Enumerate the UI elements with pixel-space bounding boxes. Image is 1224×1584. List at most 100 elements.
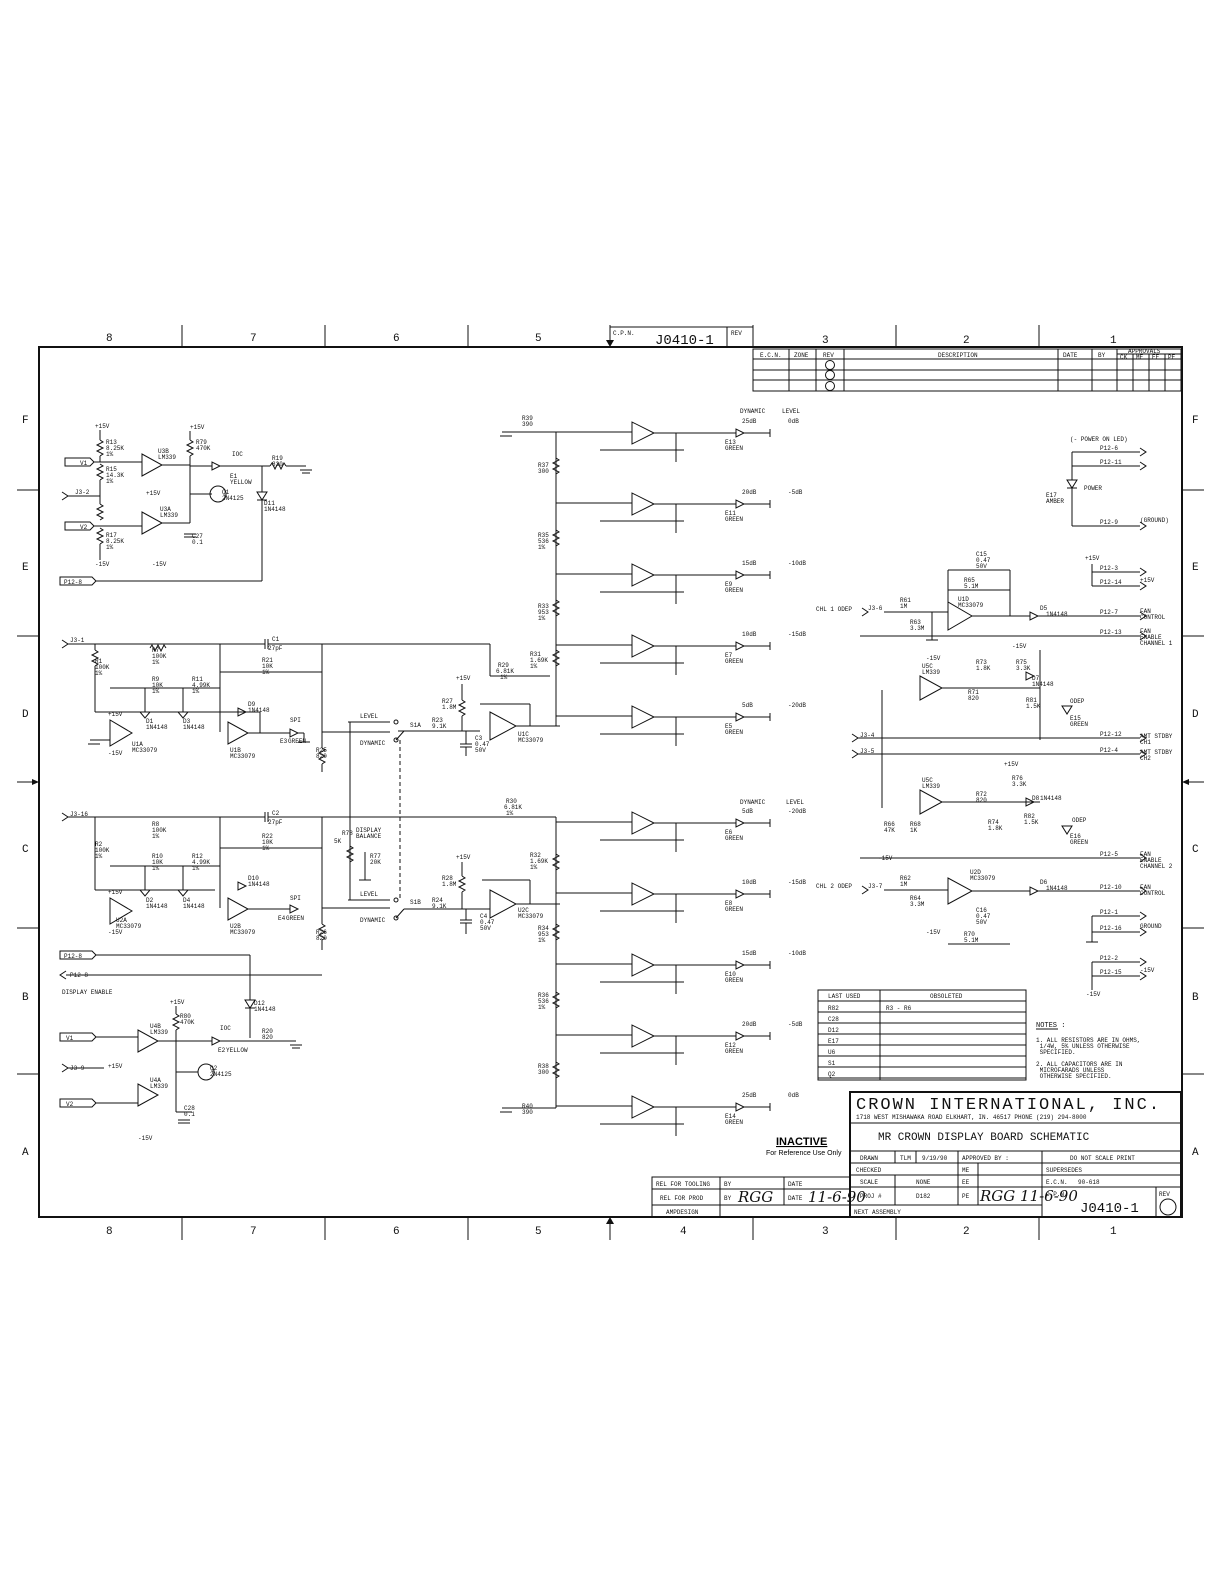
svg-text:1.5K: 1.5K [1024, 819, 1039, 826]
inactive-title: INACTIVE [776, 1136, 827, 1148]
meter-top-lvl-4: -20dB [788, 702, 806, 709]
v1b-connector [59, 1032, 97, 1042]
svg-text:R30: R30 [506, 798, 517, 805]
svg-text:100K: 100K [152, 653, 167, 660]
meter-top-led-color-3: GREEN [725, 658, 743, 665]
minus15-right-label: -15V [1140, 967, 1155, 974]
rev-col-by: BY [1098, 352, 1106, 359]
meter-bottom-led-name-3: E12 [725, 1042, 736, 1049]
meter-top-dyn-2: 15dB [742, 560, 757, 567]
svg-text:C27: C27 [192, 533, 203, 540]
zone-col-3: 3 [822, 335, 829, 347]
j3-2-label: J3-2 [75, 489, 90, 496]
svg-text:MC33079: MC33079 [230, 753, 256, 760]
svg-text:R75: R75 [1016, 659, 1027, 666]
svg-text:R80: R80 [180, 1013, 191, 1020]
drawn-date: 9/19/90 [922, 1155, 948, 1162]
zone-labels-top: 8 7 6 5 3 2 1 [106, 333, 1117, 347]
svg-text:YELLOW: YELLOW [226, 1047, 248, 1054]
obsoleted-last-used-cell: U6 [828, 1049, 836, 1056]
svg-text:R26: R26 [316, 929, 327, 936]
rev-col-ecn: E.C.N. [760, 352, 782, 359]
meter-bottom-led-color-1: GREEN [725, 906, 743, 913]
svg-text:1%: 1% [192, 688, 200, 695]
top-level-header: LEVEL [782, 408, 800, 415]
meter-bottom-lvl-1: -15dB [788, 879, 806, 886]
cpn-label-bottom: C.P.N. [1046, 1191, 1068, 1198]
svg-text:9.1K: 9.1K [432, 903, 447, 910]
notes-block: NOTES : 1. ALL RESISTORS ARE IN OHMS, 1/… [1036, 1022, 1140, 1080]
meter-top-led-name-1: E11 [725, 510, 736, 517]
svg-text:U4B: U4B [150, 1023, 161, 1030]
last-used-header: LAST USED [828, 993, 861, 1000]
zone-col-8-b: 8 [106, 1226, 113, 1238]
v1b-label: V1 [66, 1035, 74, 1042]
odep1-label: ODEP [1070, 698, 1085, 705]
r78-value: 5K [334, 838, 342, 845]
meter-bottom-led-color-4: GREEN [725, 1119, 743, 1126]
svg-text:536: 536 [538, 538, 549, 545]
j3-6-label: J3-6 [868, 605, 883, 612]
svg-text:R65: R65 [964, 577, 975, 584]
svg-text:U1C: U1C [518, 731, 529, 738]
svg-text:R76: R76 [1012, 775, 1023, 782]
v2-connector [64, 521, 95, 531]
meter-bottom-dyn-1: 10dB [742, 879, 757, 886]
drawing-title: MR CROWN DISPLAY BOARD SCHEMATIC [878, 1132, 1090, 1144]
svg-text:1N4148: 1N4148 [1046, 611, 1068, 618]
svg-text:1%: 1% [95, 853, 103, 860]
supply-section: +15V P12-3 P12-14 +15V [1085, 555, 1155, 591]
meter-bottom-dyn-4: 25dB [742, 1092, 757, 1099]
svg-text:1%: 1% [538, 544, 546, 551]
meter-top-led-color-4: GREEN [725, 729, 743, 736]
meter-top-lvl-2: -10dB [788, 560, 806, 567]
j3-1-label: J3-1 [70, 637, 85, 644]
svg-text:50V: 50V [475, 747, 486, 754]
svg-text:1.69K: 1.69K [530, 858, 548, 865]
obsoleted-last-used-cell: C28 [828, 1016, 839, 1023]
p12-13-label: P12-13 [1100, 629, 1122, 636]
svg-text:U1A: U1A [132, 741, 143, 748]
e15-label: E15 [1070, 715, 1081, 722]
svg-text:U2C: U2C [518, 907, 529, 914]
p12-9-label: P12-9 [1100, 519, 1118, 526]
rev-col-pe: PE [1168, 354, 1176, 361]
svg-text:1%: 1% [530, 864, 538, 871]
svg-text:+15V: +15V [108, 711, 123, 718]
rev-approvals-label: APPROVALS [1128, 348, 1161, 355]
p12-3-label: P12-3 [1100, 565, 1118, 572]
svg-text:LM339: LM339 [160, 512, 178, 519]
rev-col-description: DESCRIPTION [938, 352, 978, 359]
svg-text:953: 953 [538, 931, 549, 938]
zone-col-7-b: 7 [250, 1226, 257, 1238]
svg-text:LM339: LM339 [150, 1029, 168, 1036]
svg-text:1.8M: 1.8M [442, 704, 457, 711]
meter-bottom-led-color-3: GREEN [725, 1048, 743, 1055]
svg-text:50V: 50V [480, 925, 491, 932]
svg-text:C4: C4 [480, 913, 488, 920]
meter-bottom-dyn-3: 20dB [742, 1021, 757, 1028]
pe-label: PE [962, 1193, 970, 1200]
rev-label-bottom: REV [1159, 1191, 1170, 1198]
j3-5-label: J3-5 [860, 748, 875, 755]
bottom-dynamic-header: DYNAMIC [740, 799, 766, 806]
svg-text:1%: 1% [152, 865, 160, 872]
svg-text:R74: R74 [988, 819, 999, 826]
rev-col-rev: REV [823, 352, 834, 359]
svg-text:R1: R1 [95, 658, 103, 665]
s1b-label: S1B [410, 899, 421, 906]
svg-text:D7: D7 [1032, 675, 1040, 682]
svg-text:100K: 100K [95, 664, 110, 671]
svg-text:-15V: -15V [138, 1135, 153, 1142]
svg-text:5.1M: 5.1M [964, 583, 979, 590]
p12-8-connector-mid [59, 950, 97, 960]
e17-label: E17 [1046, 492, 1057, 499]
meter-bottom-led-color-0: GREEN [725, 835, 743, 842]
svg-text:U2A: U2A [116, 917, 127, 924]
